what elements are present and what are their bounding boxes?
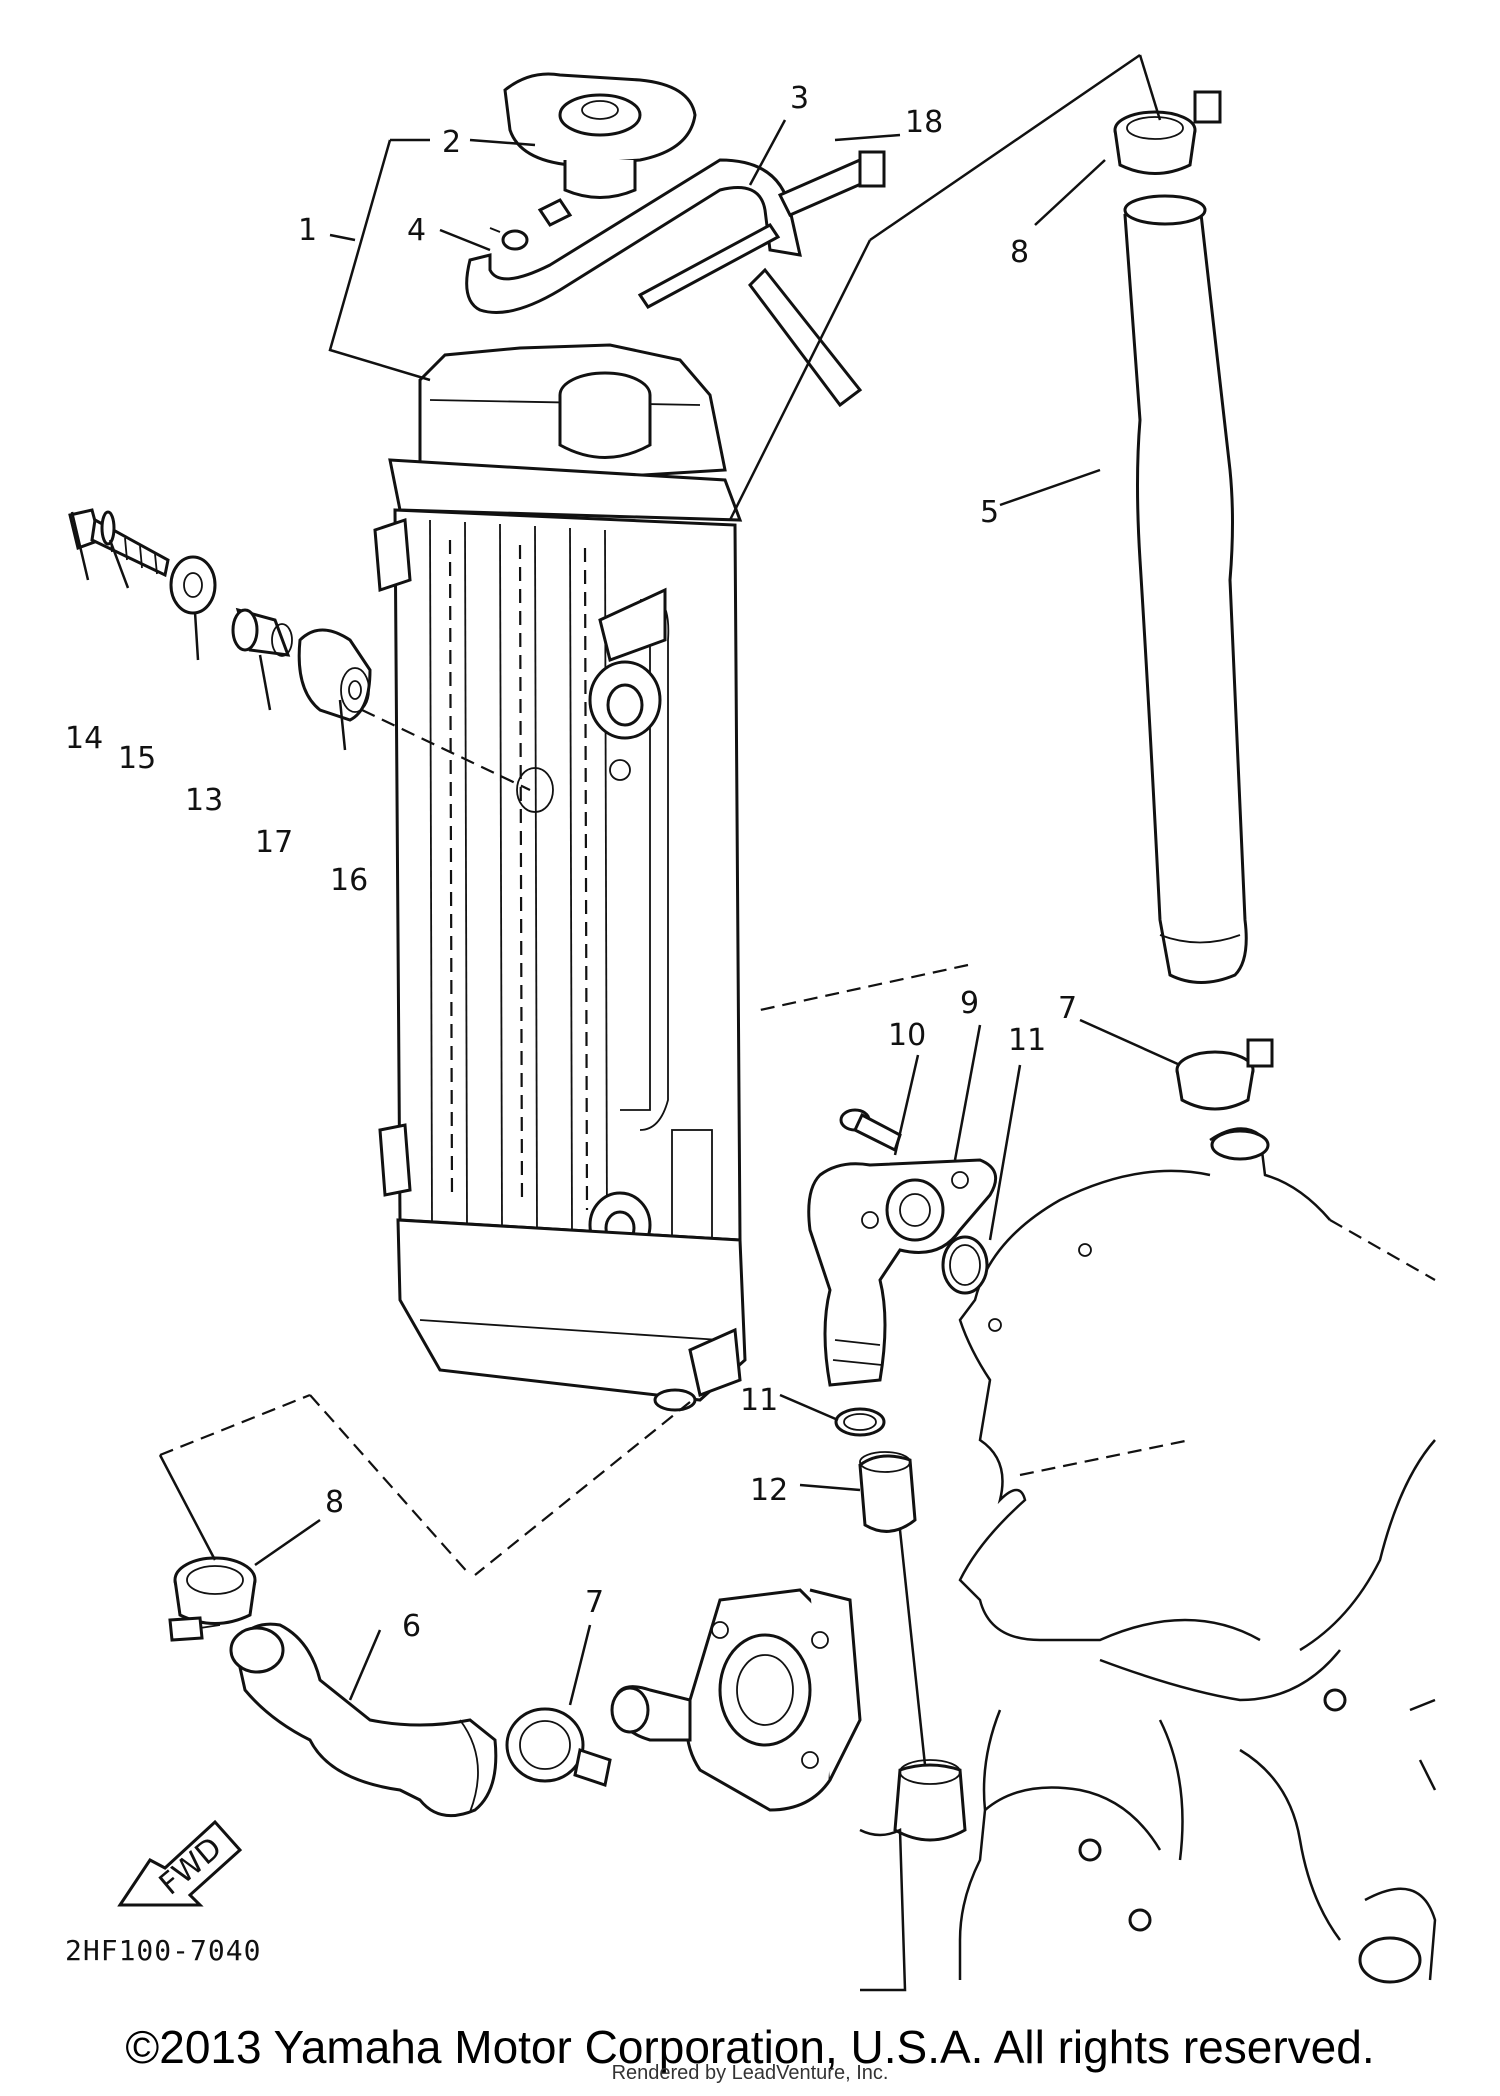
- callout-5: 5: [980, 495, 999, 530]
- assembly-line-right: [1019, 1438, 1191, 1477]
- callout-9: 9: [960, 986, 979, 1021]
- callout-12: 12: [750, 1473, 788, 1508]
- callout-18: 18: [905, 105, 943, 140]
- callout-6: 6: [402, 1609, 421, 1644]
- o-ring-lower[interactable]: [834, 1407, 886, 1437]
- assembly-line-lower: [309, 1394, 471, 1576]
- plain-washer[interactable]: [169, 555, 217, 615]
- renderer-note: Rendered by LeadVenture, Inc.: [611, 2062, 889, 2084]
- callout-labels: 1 2 3 4 5 6 7 7 8 8 9 10 11 11 12 13 14 …: [65, 81, 1077, 1644]
- collar-guide-line: [898, 1529, 927, 1766]
- radiator[interactable]: [361, 343, 747, 1412]
- bracket-line-left: [158, 1454, 217, 1561]
- callout-11-lower: 11: [740, 1383, 778, 1418]
- callout-7-upper: 7: [1058, 991, 1077, 1026]
- collar[interactable]: [858, 1451, 917, 1533]
- pipe-bolt[interactable]: [839, 1108, 902, 1153]
- callout-17: 17: [255, 825, 293, 860]
- engine-cylinder-outline: [958, 1127, 1436, 1652]
- lower-radiator-hose[interactable]: [229, 1622, 498, 1818]
- crankcase-outline: [958, 1649, 1437, 1984]
- mount-collar[interactable]: [231, 607, 293, 657]
- diagram-code: 2HF100-7040: [65, 1934, 261, 1967]
- water-pipe[interactable]: [807, 1158, 998, 1387]
- hose-clamp-lower-left[interactable]: [168, 1556, 257, 1642]
- callout-1: 1: [298, 213, 317, 248]
- water-pump-housing: [610, 1588, 862, 1812]
- leader-lines: [70, 53, 1181, 1706]
- callout-14: 14: [65, 721, 103, 756]
- callout-11-upper: 11: [1008, 1023, 1046, 1058]
- cable-tie[interactable]: [637, 150, 886, 309]
- upper-radiator-hose[interactable]: [1123, 194, 1248, 984]
- mount-washer: [100, 510, 116, 546]
- mount-damper[interactable]: [297, 628, 372, 722]
- callout-15: 15: [118, 741, 156, 776]
- hose-clip[interactable]: [489, 227, 529, 251]
- callout-4: 4: [407, 213, 426, 248]
- hose-clamp-lower-center[interactable]: [505, 1707, 612, 1787]
- callout-8-lower: 8: [325, 1485, 344, 1520]
- water-inlet-fitting[interactable]: [859, 1759, 967, 1992]
- copyright-notice: ©2013 Yamaha Motor Corporation, U.S.A. A…: [125, 2021, 1375, 2073]
- assembly-line-clamp: [159, 1393, 311, 1457]
- hose-clamp-upper[interactable]: [1113, 90, 1222, 175]
- callout-13: 13: [185, 783, 223, 818]
- fwd-arrow-icon: FWD: [117, 1819, 243, 1907]
- callout-16: 16: [330, 863, 368, 898]
- breather-hose[interactable]: [465, 158, 863, 408]
- callout-8-upper: 8: [1010, 235, 1029, 270]
- assembly-line-upper: [759, 963, 969, 1012]
- assembly-line-drain: [474, 1401, 691, 1576]
- o-ring-upper[interactable]: [941, 1235, 989, 1295]
- callout-7-lower: 7: [585, 1585, 604, 1620]
- radiator-cap[interactable]: [503, 72, 697, 199]
- callout-2: 2: [442, 125, 461, 160]
- hose-clamp-lower-right[interactable]: [1175, 1038, 1274, 1111]
- callout-10: 10: [888, 1018, 926, 1053]
- callout-3: 3: [790, 81, 809, 116]
